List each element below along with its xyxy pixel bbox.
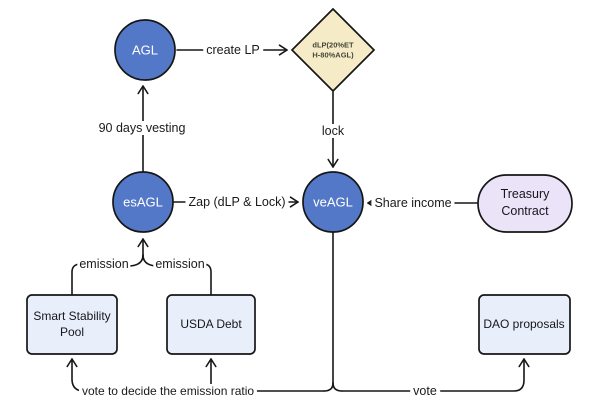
share-income-label: Share income [371, 196, 455, 210]
ssp-label-line1: Smart Stability [33, 309, 111, 323]
edge-vote-rail [341, 358, 530, 392]
create-lp-label: create LP [203, 43, 263, 57]
ssp-label-line2: Pool [59, 325, 85, 339]
edge-bottom-bend-left [323, 382, 334, 392]
dlp-label-line2: H-80%AGL) [312, 50, 354, 59]
node-dlp-diamond [290, 7, 376, 93]
edge-bottom-bend-right [332, 382, 343, 392]
emission-left-label: emission [77, 257, 131, 271]
vote-label: vote [410, 384, 440, 398]
node-esagl [112, 171, 174, 233]
dao-proposals-label: DAO proposals [483, 317, 565, 331]
node-smart-stability-pool [26, 294, 118, 355]
dlp-label: dLP(20%ET H-80%AGL) [312, 41, 353, 60]
node-dao-proposals [478, 294, 571, 355]
zap-label: Zap (dLP & Lock) [185, 195, 289, 209]
node-treasury-contract [477, 174, 573, 233]
agl-label: AGL [131, 42, 159, 58]
vesting-label: 90 days vesting [95, 121, 189, 135]
usda-debt-label: USDA Debt [180, 317, 242, 331]
node-veagl [302, 171, 364, 233]
emission-right-label: emission [153, 257, 207, 271]
lock-label: lock [318, 124, 348, 138]
veagl-label: veAGL [313, 194, 353, 210]
treasury-label-line2: Contract [501, 204, 549, 218]
node-usda-debt [166, 294, 256, 355]
node-agl [114, 19, 176, 81]
vote-emission-label: vote to decide the emission ratio [78, 384, 258, 398]
dlp-label-line1: dLP(20%ET [312, 40, 354, 50]
smart-stability-pool-label: Smart Stability Pool [33, 308, 110, 340]
edge-emission-y-left [129, 254, 144, 267]
treasury-label-line1: Treasury [500, 187, 550, 201]
esagl-label: esAGL [123, 194, 163, 210]
treasury-contract-label: Treasury Contract [501, 186, 550, 220]
